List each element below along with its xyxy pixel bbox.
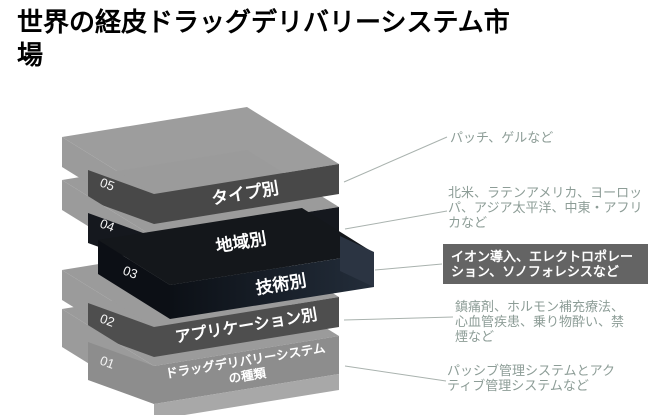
annotation-system-type-examples: パッシブ管理システムとアクティブ管理システムなど [447,363,615,393]
leader-line-system-type [344,365,447,382]
layer-03-end-cap [340,236,374,287]
annotation-region-examples: 北米、ラテンアメリカ、ヨーロッパ、アジア太平洋、中東・アフリカなど [448,185,643,230]
leader-line-region [344,210,448,230]
annotation-technology-examples-highlight: イオン導入、エレクトロポレーション、ソノフォレシスなど [443,244,648,284]
layer-03-side-face [98,240,170,319]
leader-line-type [343,136,448,183]
leader-line-application [343,316,454,321]
layer-02-front-band [88,297,339,357]
layer-03-number: 03 [121,263,140,282]
layer-03-front-band [170,253,374,319]
page-title: 世界の経皮ドラッグデリバリーシステム市場 [17,7,510,70]
layer-01-label-line2: の種類 [228,365,268,386]
layer-01-bottom-front-face [154,374,339,415]
layer-03-top-face [98,208,374,285]
annotation-application-examples: 鎮痛剤、ホルモン補充療法、心血管疾患、乗り物酔い、禁煙など [455,299,625,344]
layer-04-number: 04 [98,216,117,235]
leader-line-technology [374,263,443,271]
layer-01-front-band [88,336,339,404]
layer-02-number: 02 [98,311,117,330]
layer-01-number: 01 [98,353,117,372]
layer-05-number: 05 [98,175,117,194]
layer-05-front-band [88,164,339,224]
annotation-type-examples: パッチ、ゲルなど [450,130,554,145]
